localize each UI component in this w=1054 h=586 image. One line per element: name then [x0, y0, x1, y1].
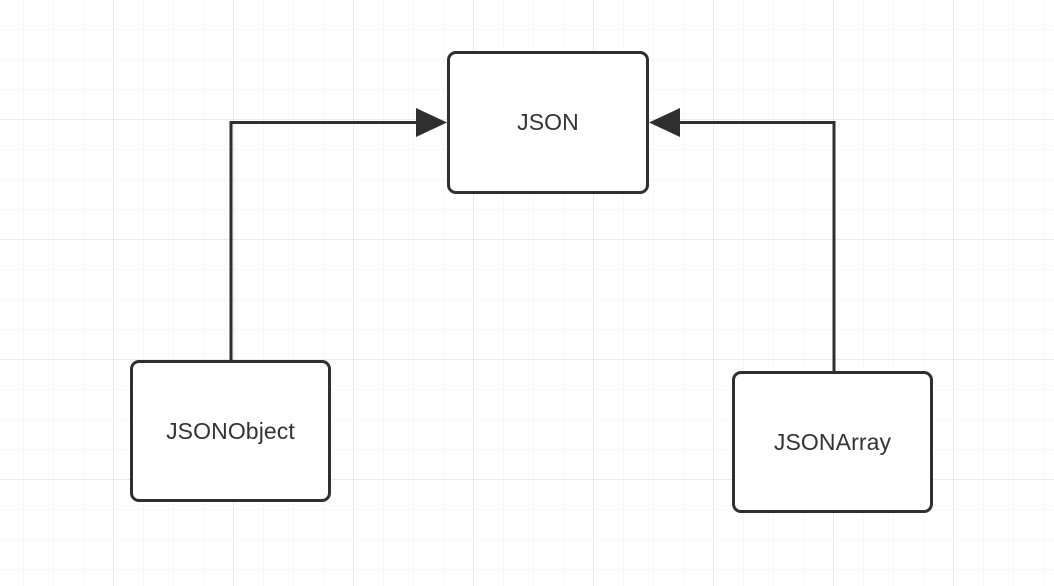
node-jsonarray[interactable]: JSONArray: [732, 371, 933, 513]
node-jsonarray-label: JSONArray: [773, 428, 892, 455]
edge-jsonobject-to-json-arrowhead: [416, 108, 447, 137]
edge-jsonobject-to-json-line[interactable]: [229, 121, 430, 361]
edge-jsonarray-to-json-arrowhead: [649, 108, 680, 137]
edge-jsonarray-to-json-line[interactable]: [666, 121, 836, 372]
node-jsonobject[interactable]: JSONObject: [130, 360, 331, 502]
node-jsonobject-label: JSONObject: [166, 417, 295, 444]
node-json[interactable]: JSON: [447, 51, 649, 194]
node-json-label: JSON: [517, 109, 579, 135]
